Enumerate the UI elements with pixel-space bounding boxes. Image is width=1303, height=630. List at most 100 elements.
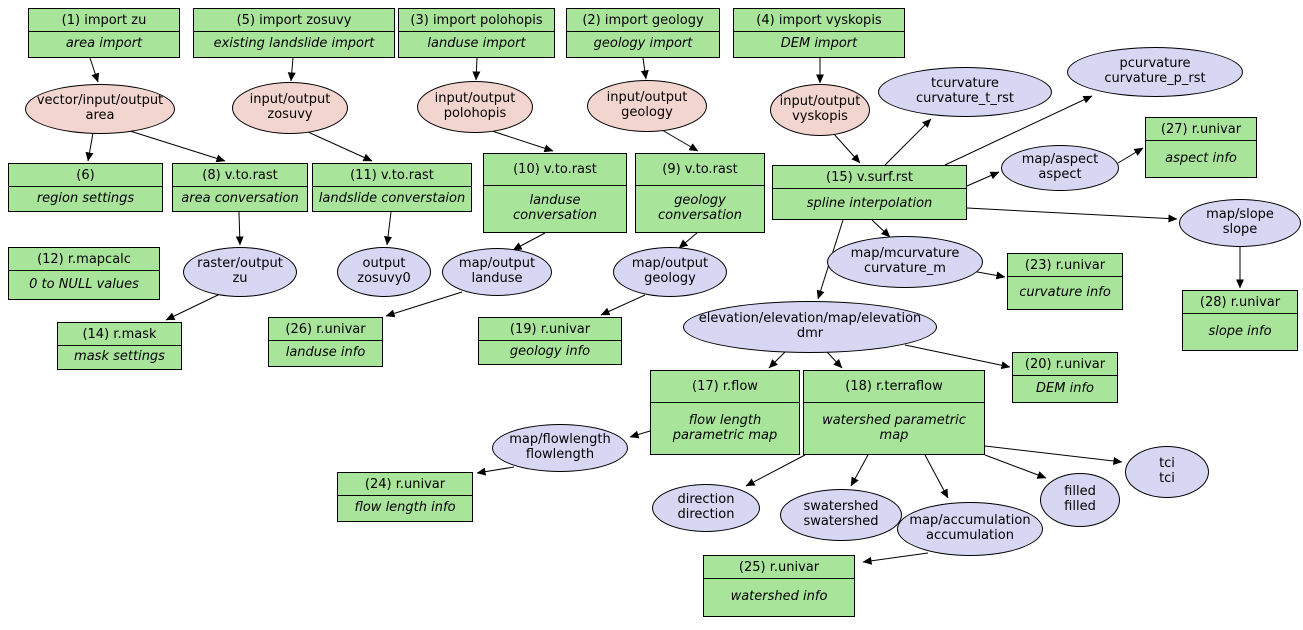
edge-module-15-v-surf-rst-to-data-slope [966,207,1178,223]
module-24-r-univar-description: flow length info [354,500,456,516]
data-mcurvature-label-line2: curvature_m [864,261,946,276]
module-27-r-univar-description: aspect info [1165,150,1237,166]
module-9-v-to-rast-title: (9) v.to.rast [636,154,764,186]
module-15-v-surf-rst-title: (15) v.surf.rst [773,166,966,189]
data-dmr-label-line1: elevation/elevation/map/elevation [698,311,922,327]
data-polohopis-label-line1: input/output [434,91,516,107]
data-zu-label-line1: raster/output [197,256,283,272]
edge-module-18-r-terraflow-to-data-direction [745,454,806,487]
edge-data-geology-output-to-module-19-r-univar [600,294,646,316]
module-26-r-univar-title: (26) r.univar [269,318,382,341]
module-15-v-surf-rst-description: spline interpolation [806,195,933,211]
edge-data-vyskopis-to-module-15-v-surf-rst [832,132,861,164]
module-25-r-univar[interactable]: (25) r.univar watershed info [703,555,855,617]
data-aspect-label-line1: map/aspect [1021,152,1099,168]
edge-module-15-v-surf-rst-to-data-tcurvature [884,118,932,166]
data-geology-output-label-line2: geology [644,271,696,286]
module-19-r-univar-description: geology info [509,344,591,360]
module-3-import-polohopis[interactable]: (3) import polohopis landuse import [398,8,555,58]
module-5-import-zosuvy-description: existing landslide import [213,36,375,52]
data-flowlength-label-line1: map/flowlength [509,432,611,448]
data-zosuvy-label-line2: zosuvy [267,107,313,122]
edge-module-8-v-to-rast-to-data-zu [235,211,244,246]
edge-module-15-v-surf-rst-to-data-mcurvature [871,219,891,238]
module-11-v-to-rast-title: (11) v.to.rast [313,164,471,187]
edge-module-18-r-terraflow-to-data-filled [984,454,1047,479]
module-4-import-vyskopis-title: (4) import vyskopis [734,9,904,32]
module-6-region-settings[interactable]: (6)region settings [8,163,163,212]
module-17-r-flow-title: (17) r.flow [651,371,799,403]
data-direction-label-line1: direction [677,492,735,508]
edge-module-17-r-flow-to-data-flowlength [629,430,651,439]
module-25-r-univar-description: watershed info [730,589,828,605]
module-6-region-settings-title: (6) [9,164,162,187]
module-14-r-mask-title: (14) r.mask [58,323,181,346]
module-8-v-to-rast-title: (8) v.to.rast [173,164,307,187]
edge-module-11-v-to-rast-to-data-zosuvy0 [384,211,393,246]
edge-data-dmr-to-module-18-r-terraflow [826,351,843,369]
data-landuse-label-line2: landuse [471,271,523,286]
data-swatershed-label-line1: swatershed [803,499,879,515]
data-pcurvature-label-line1: pcurvature [1119,56,1191,72]
module-8-v-to-rast-description: area conversation [181,190,299,206]
module-3-import-polohopis-description: landuse import [427,36,526,52]
module-18-r-terraflow-description: watershed parametric map [822,412,966,443]
data-filled-label-line1: filled [1064,484,1096,500]
module-15-v-surf-rst[interactable]: (15) v.surf.rst spline interpolation [772,165,967,220]
module-27-r-univar-title: (27) r.univar [1146,118,1256,141]
data-geology-input-label-line2: geology [621,105,673,120]
data-filled-label-line2: filled [1064,499,1096,514]
module-20-r-univar-description: DEM info [1036,380,1094,396]
data-landuse-label-line1: map/output [458,256,536,272]
module-9-v-to-rast[interactable]: (9) v.to.rast geology conversation [635,153,765,233]
module-3-import-polohopis-title: (3) import polohopis [399,9,554,32]
module-23-r-univar-description: curvature info [1019,284,1111,300]
module-27-r-univar[interactable]: (27) r.univar aspect info [1145,117,1257,178]
module-25-r-univar-title: (25) r.univar [704,556,854,579]
module-9-v-to-rast-description: geology conversation [657,193,743,223]
data-direction-label-line2: direction [677,507,735,522]
edge-data-aspect-to-module-27-r-univar [1117,147,1144,164]
module-2-import-geology-title: (2) import geology [567,9,719,32]
edge-data-polohopis-to-module-10-v-to-rast [491,130,554,153]
edge-data-geology-input-to-module-9-v-to-rast [661,129,699,152]
module-8-v-to-rast[interactable]: (8) v.to.rast area conversation [172,163,308,212]
